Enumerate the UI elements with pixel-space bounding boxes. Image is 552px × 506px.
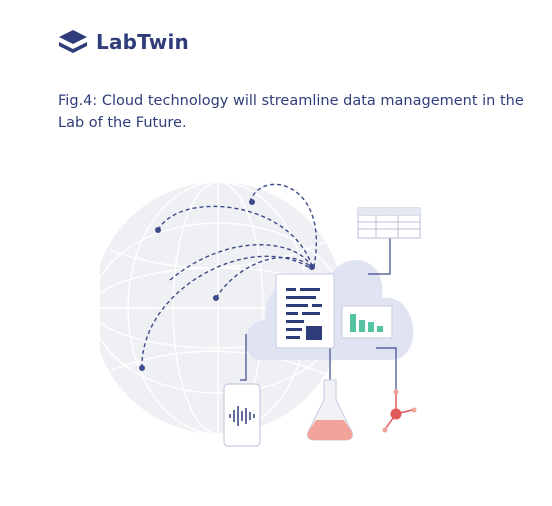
brand: LabTwin bbox=[58, 29, 189, 55]
cloud-data-illustration bbox=[100, 181, 421, 447]
molecule-icon bbox=[382, 389, 417, 433]
globe bbox=[100, 181, 345, 435]
solid-links bbox=[240, 236, 397, 390]
document-icon bbox=[275, 273, 335, 349]
figure-caption: Fig.4: Cloud technology will streamline … bbox=[58, 93, 524, 131]
phone-icon bbox=[223, 383, 261, 447]
labtwin-logo-icon bbox=[59, 30, 87, 53]
data-links bbox=[141, 183, 317, 369]
bar-chart-icon bbox=[341, 305, 393, 339]
brand-name: LabTwin bbox=[96, 30, 189, 54]
audio-wave-icon bbox=[229, 406, 255, 426]
spreadsheet-icon bbox=[357, 207, 421, 239]
link-nodes bbox=[139, 199, 315, 371]
flask-icon bbox=[307, 379, 353, 441]
